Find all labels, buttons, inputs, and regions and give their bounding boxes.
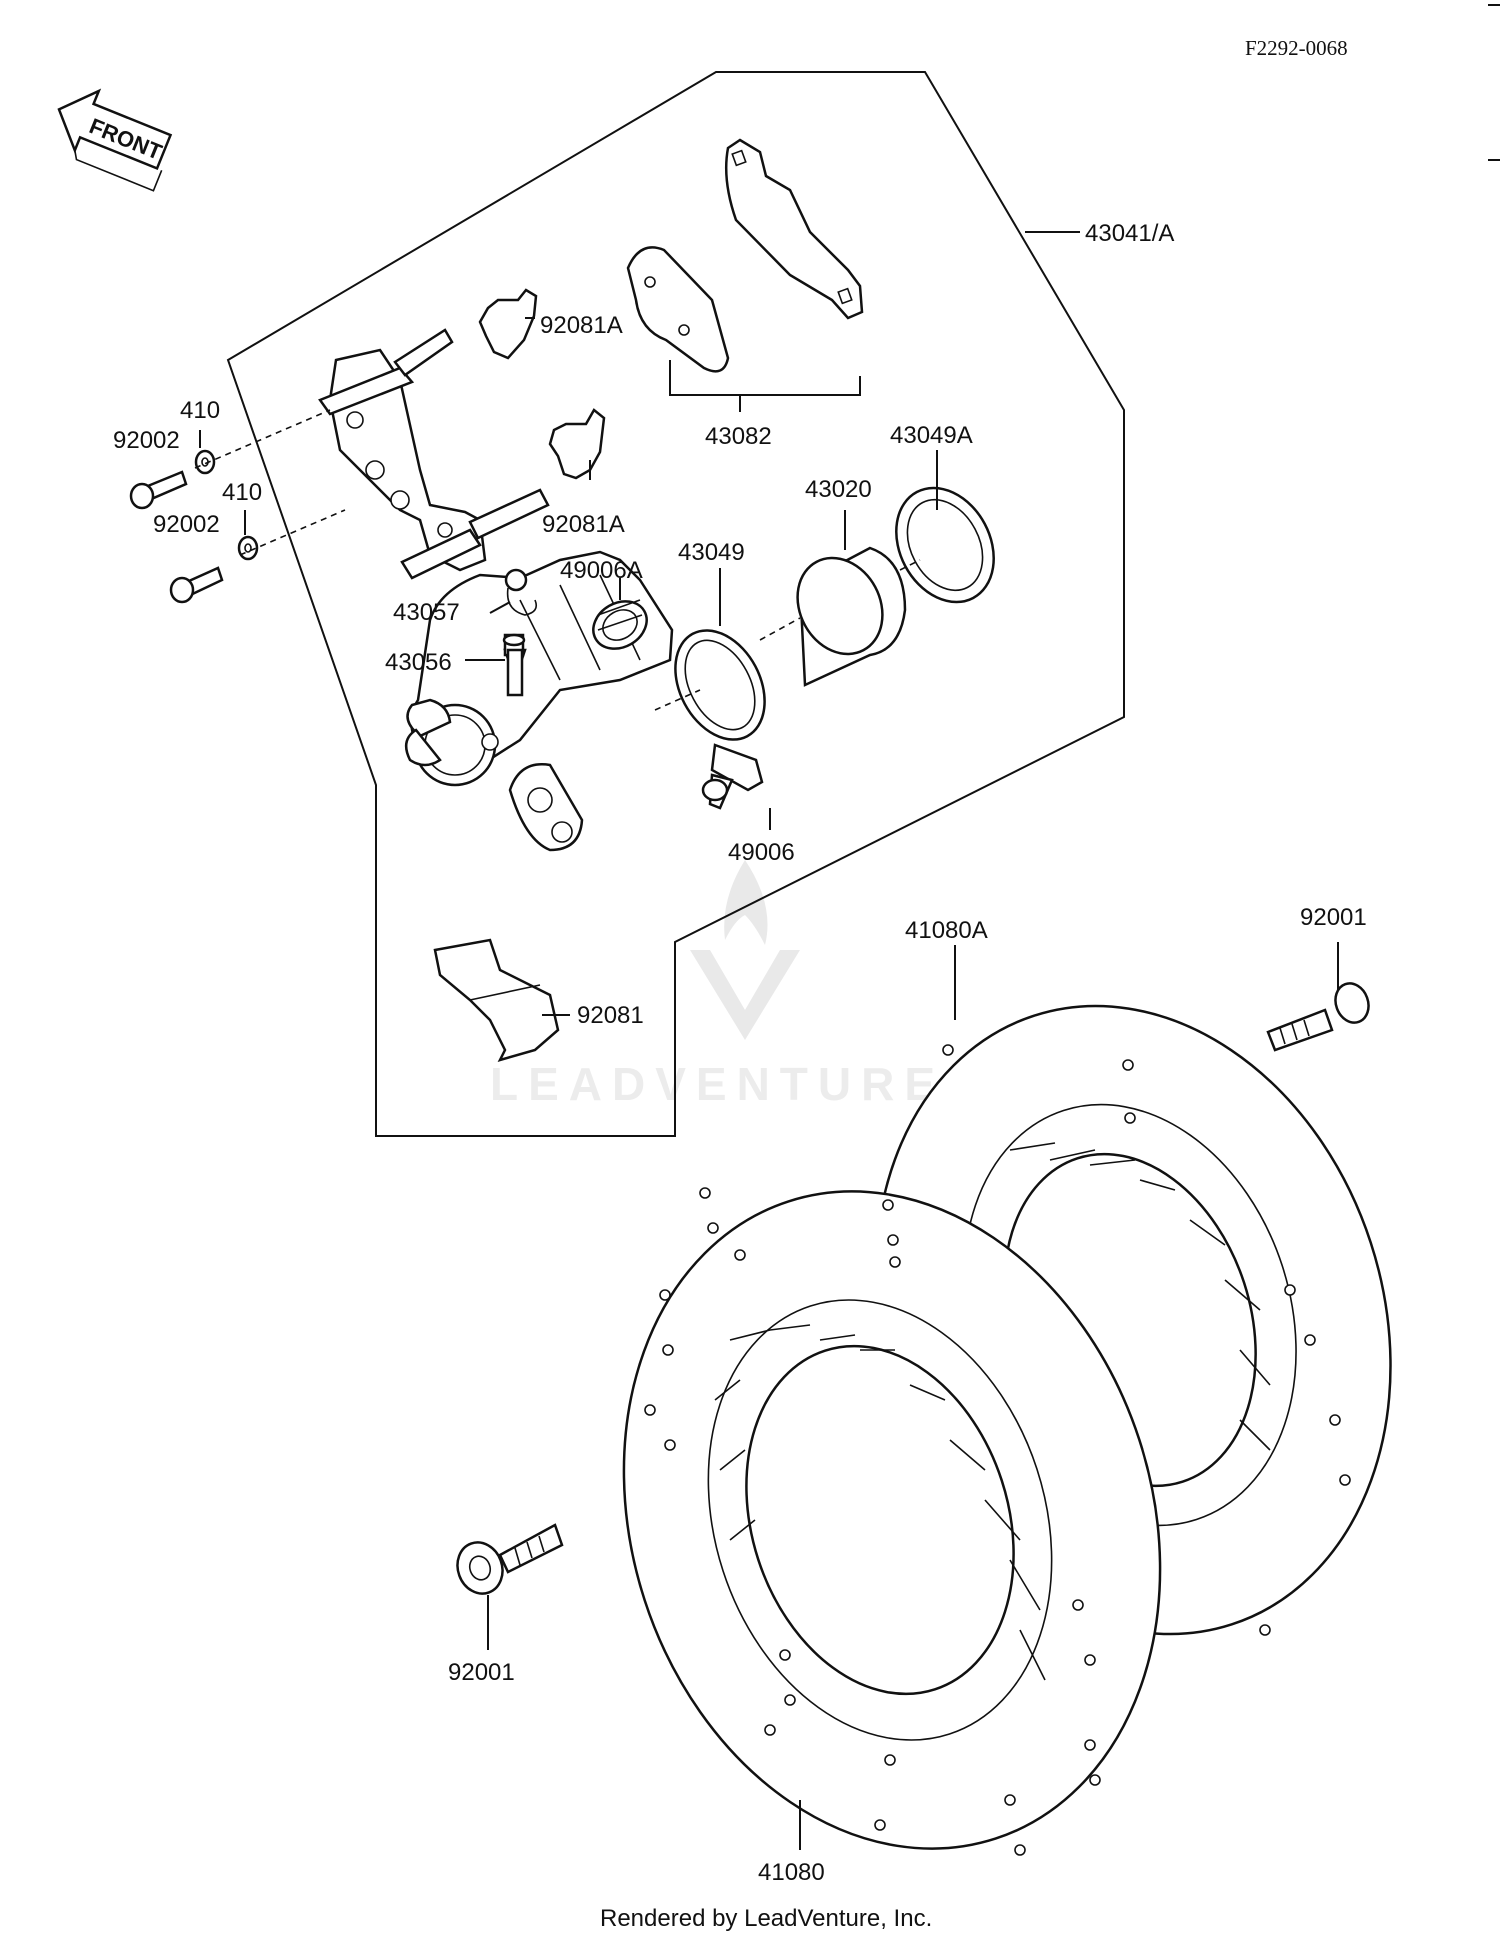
disc-bolt-left bbox=[456, 1523, 564, 1595]
brake-pad-front bbox=[626, 246, 730, 373]
slide-pin bbox=[701, 743, 764, 810]
dust-boot bbox=[592, 599, 648, 650]
callout-410-bottom: 410 bbox=[222, 479, 262, 506]
callout-41080a: 41080A bbox=[905, 917, 988, 944]
callout-43049a: 43049A bbox=[890, 422, 973, 449]
callout-92081: 92081 bbox=[577, 1002, 644, 1029]
callout-410-top: 410 bbox=[180, 397, 220, 424]
callout-92081a-top: 92081A bbox=[540, 312, 623, 339]
callout-43057: 43057 bbox=[393, 599, 460, 626]
callout-92002-top: 92002 bbox=[113, 427, 180, 454]
piston bbox=[796, 546, 907, 687]
caliper-bracket bbox=[318, 328, 550, 580]
bolt-92002-bottom bbox=[169, 566, 224, 604]
piston-axis bbox=[654, 559, 921, 711]
piston-seal bbox=[674, 629, 766, 741]
callout-43082: 43082 bbox=[705, 423, 772, 450]
callout-92002-bottom: 92002 bbox=[153, 511, 220, 538]
washer-bottom bbox=[237, 535, 259, 561]
front-arrow: FRONT bbox=[57, 88, 173, 192]
callout-49006: 49006 bbox=[728, 839, 795, 866]
callout-43056: 43056 bbox=[385, 649, 452, 676]
watermark: LEADVENTURE bbox=[490, 860, 945, 1110]
washer-top bbox=[194, 449, 216, 475]
callout-49006a: 49006A bbox=[560, 557, 643, 584]
disc-bolt-right bbox=[1266, 982, 1370, 1052]
callout-43020: 43020 bbox=[805, 476, 872, 503]
callout-43041a: 43041/A bbox=[1085, 220, 1174, 247]
pad-spring-top bbox=[478, 288, 538, 360]
callout-43049: 43049 bbox=[678, 539, 745, 566]
dust-seal bbox=[895, 486, 995, 604]
callout-41080: 41080 bbox=[758, 1859, 825, 1886]
bolt-axis-lines bbox=[194, 409, 346, 556]
caliper-assembly-outline bbox=[226, 71, 1125, 1137]
leader-lines bbox=[199, 231, 1339, 1850]
pad-spring-bottom bbox=[433, 938, 560, 1062]
diagram-code: F2292-0068 bbox=[1245, 36, 1348, 60]
bleed-valve-cap bbox=[504, 568, 538, 616]
callout-92081a-bottom: 92081A bbox=[542, 511, 625, 538]
footer-credit: Rendered by LeadVenture, Inc. bbox=[600, 1905, 932, 1932]
pad-spring-middle bbox=[548, 408, 606, 480]
caliper-body bbox=[404, 550, 674, 852]
callout-92001-right: 92001 bbox=[1300, 904, 1367, 931]
brake-disc-41080 bbox=[622, 1187, 1162, 1856]
bleed-valve bbox=[502, 633, 527, 697]
brake-pad-rear bbox=[724, 138, 864, 320]
watermark-text: LEADVENTURE bbox=[490, 1058, 945, 1110]
bolt-92002-top bbox=[129, 470, 188, 510]
callout-92001-left: 92001 bbox=[448, 1659, 515, 1686]
